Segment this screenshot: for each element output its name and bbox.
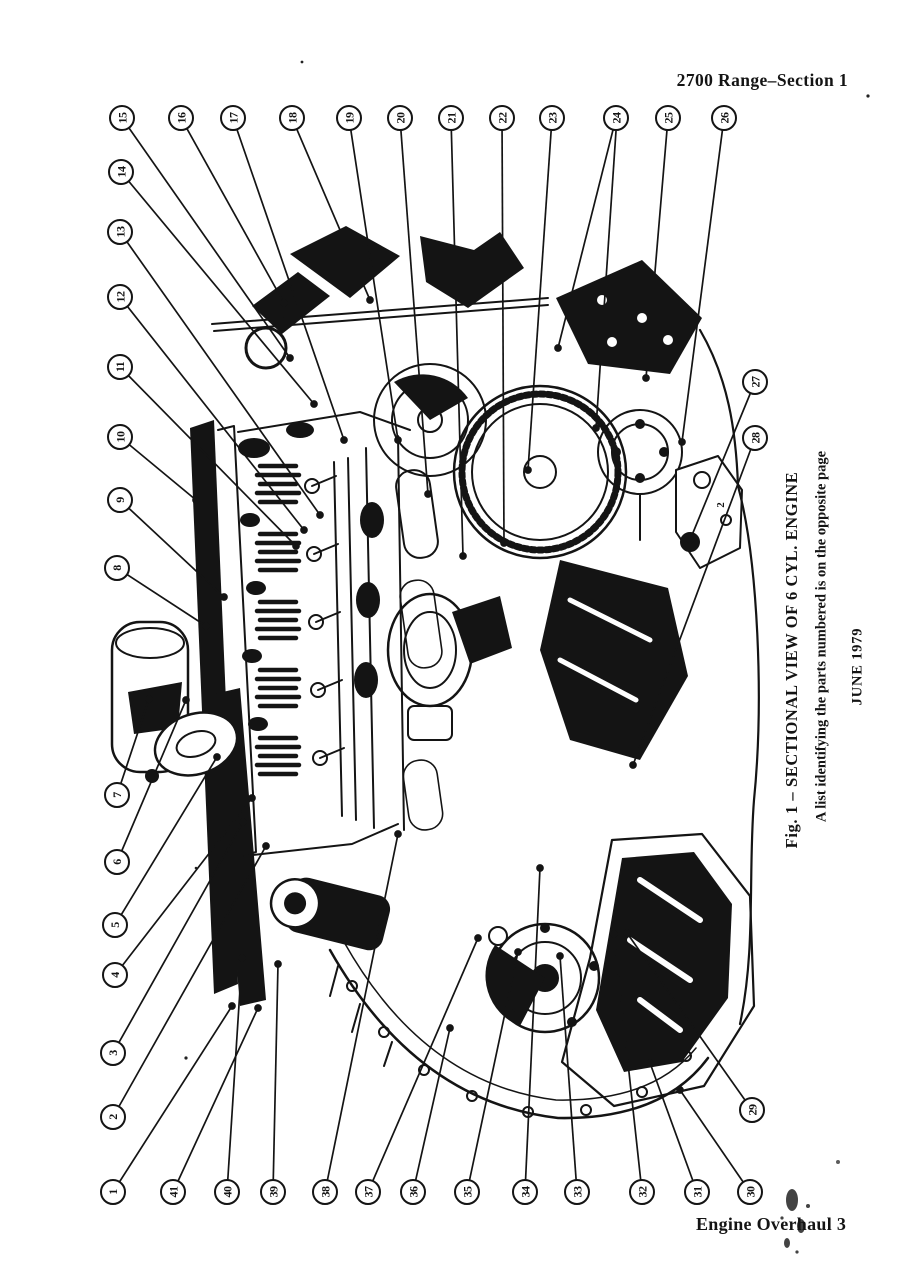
callout-number: 18: [285, 112, 299, 124]
callout-number: 25: [661, 112, 675, 124]
callout-number: 39: [266, 1186, 280, 1198]
callout-19: 19: [336, 105, 362, 131]
callout-37: 37: [355, 1179, 381, 1205]
callout-number: 36: [406, 1186, 420, 1198]
figure-date: JUNE 1979: [849, 627, 866, 706]
callout-number: 27: [748, 376, 762, 388]
callout-number: 34: [518, 1186, 532, 1198]
callout-number: 35: [460, 1186, 474, 1198]
callout-17: 17: [220, 105, 246, 131]
callout-number: 8: [110, 565, 124, 571]
callout-34: 34: [512, 1179, 538, 1205]
callout-22: 22: [489, 105, 515, 131]
callout-10: 10: [107, 424, 133, 450]
callout-number: 33: [570, 1186, 584, 1198]
callout-30: 30: [737, 1179, 763, 1205]
callout-2: 2: [100, 1104, 126, 1130]
callout-15: 15: [109, 105, 135, 131]
callout-27: 27: [742, 369, 768, 395]
callout-35: 35: [454, 1179, 480, 1205]
callout-number: 37: [361, 1186, 375, 1198]
callout-number: 40: [220, 1186, 234, 1198]
callout-6: 6: [104, 849, 130, 875]
callout-number: 23: [545, 112, 559, 124]
callout-number: 5: [108, 922, 122, 928]
page-header: 2700 Range–Section 1: [676, 70, 848, 90]
figure-caption-title: Fig. 1 – SECTIONAL VIEW OF 6 CYL. ENGINE: [782, 471, 801, 849]
callout-number: 41: [166, 1186, 180, 1198]
callout-number: 10: [113, 431, 127, 443]
callout-23: 23: [539, 105, 565, 131]
callout-number: 20: [393, 112, 407, 124]
ink-smudge: [780, 1189, 810, 1254]
callout-number: 32: [635, 1186, 649, 1198]
callout-40: 40: [214, 1179, 240, 1205]
callout-38: 38: [312, 1179, 338, 1205]
callout-32: 32: [629, 1179, 655, 1205]
callout-29: 29: [739, 1097, 765, 1123]
callout-3: 3: [100, 1040, 126, 1066]
figure-caption-subtitle: A list identifying the parts numbered is…: [813, 450, 830, 823]
bracket-part-label: 2: [715, 502, 727, 508]
callout-number: 16: [174, 112, 188, 124]
callout-number: 28: [748, 432, 762, 444]
callout-26: 26: [711, 105, 737, 131]
callout-number: 31: [690, 1186, 704, 1198]
callout-25: 25: [655, 105, 681, 131]
callout-11: 11: [107, 354, 133, 380]
callout-33: 33: [564, 1179, 590, 1205]
callout-18: 18: [279, 105, 305, 131]
callout-28: 28: [742, 425, 768, 451]
callout-number: 21: [444, 112, 458, 124]
callout-number: 19: [342, 112, 356, 124]
callout-number: 11: [113, 361, 127, 373]
callout-number: 1: [106, 1189, 120, 1195]
callout-number: 6: [110, 859, 124, 865]
callout-number: 7: [110, 792, 124, 798]
callout-39: 39: [260, 1179, 286, 1205]
callout-4: 4: [102, 962, 128, 988]
callout-number: 9: [113, 497, 127, 503]
callout-number: 29: [745, 1104, 759, 1116]
callout-9: 9: [107, 487, 133, 513]
callout-number: 24: [609, 112, 623, 124]
page-footer: Engine Overhaul 3: [696, 1214, 847, 1234]
callout-12: 12: [107, 284, 133, 310]
callout-36: 36: [400, 1179, 426, 1205]
callout-number: 13: [113, 226, 127, 238]
callout-number: 30: [743, 1186, 757, 1198]
callout-16: 16: [168, 105, 194, 131]
callout-number: 15: [115, 112, 129, 124]
callout-24: 24: [603, 105, 629, 131]
callout-number: 17: [226, 112, 240, 124]
callout-number: 26: [717, 112, 731, 124]
callout-14: 14: [108, 159, 134, 185]
callout-31: 31: [684, 1179, 710, 1205]
callout-number: 3: [106, 1050, 120, 1056]
callout-1: 1: [100, 1179, 126, 1205]
callout-8: 8: [104, 555, 130, 581]
callout-41: 41: [160, 1179, 186, 1205]
callout-number: 12: [113, 291, 127, 303]
callout-number: 14: [114, 166, 128, 178]
callout-number: 22: [495, 112, 509, 124]
callout-number: 2: [106, 1114, 120, 1120]
callout-7: 7: [104, 782, 130, 808]
callout-number: 38: [318, 1186, 332, 1198]
callout-5: 5: [102, 912, 128, 938]
callout-20: 20: [387, 105, 413, 131]
callout-number: 4: [108, 972, 122, 978]
callout-13: 13: [107, 219, 133, 245]
callout-21: 21: [438, 105, 464, 131]
